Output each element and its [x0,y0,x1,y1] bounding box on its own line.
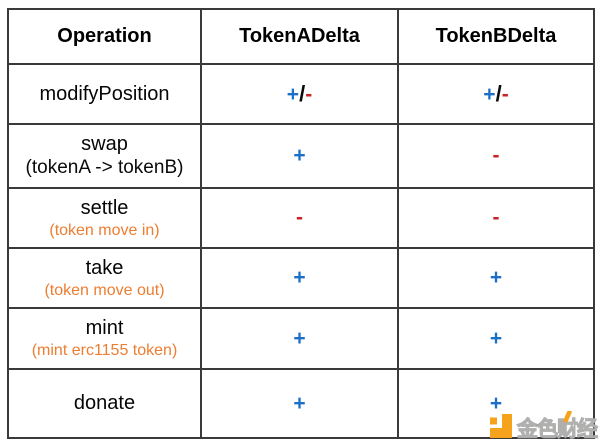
minus-sign: - [305,83,313,106]
operation-note: (token move out) [44,281,165,299]
jinse-finance-watermark: 金色财经 [489,410,599,441]
operation-cell: swap(tokenA -> tokenB) [7,123,202,189]
plus-sign: + [489,391,503,415]
operation-note: (token move in) [49,221,160,239]
table-row: swap(tokenA -> tokenB) + - [7,123,595,189]
minus-sign: - [492,206,500,229]
header-operation: Operation [7,8,202,65]
minus-sign: - [501,83,509,106]
token-a-delta-cell: + [200,368,399,439]
plus-sign: + [293,144,306,167]
operation-cell: modifyPosition [7,63,202,125]
table-row: take (token move out) + + [7,247,595,309]
plus-sign: + [293,326,306,350]
table-header: Operation TokenADelta TokenBDelta [7,8,595,65]
header-row: Operation TokenADelta TokenBDelta [7,8,595,65]
operation-note: (mint erc1155 token) [31,342,178,360]
plus-sign: + [489,266,503,289]
operation-note: (tokenA -> tokenB) [25,157,184,179]
jinse-logo-icon [490,414,512,438]
plus-sign: + [489,326,503,350]
operation-cell: take (token move out) [7,247,202,309]
operation-label: settle [80,196,129,219]
token-delta-table: Operation TokenADelta TokenBDelta modify… [7,8,595,439]
operation-cell: donate [7,368,202,439]
operation-label: take [85,256,124,279]
table-row: modifyPosition+/-+/- [7,63,595,125]
header-token-b-delta: TokenBDelta [397,8,595,65]
minus-sign: - [492,144,500,167]
slash-sign: / [495,81,502,106]
operation-cell: settle (token move in) [7,187,202,249]
token-a-delta-cell: +/- [200,63,399,125]
plus-sign: + [293,391,306,415]
minus-sign: - [296,206,303,229]
header-token-a-delta: TokenADelta [200,8,399,65]
token-b-delta-cell: + [397,307,595,370]
token-a-delta-cell: + [200,247,399,309]
token-b-delta-cell: + [397,247,595,309]
token-b-delta-cell: +/- [397,63,595,125]
token-a-delta-cell: + [200,307,399,370]
slash-sign: / [299,81,306,106]
operation-cell: mint (mint erc1155 token) [7,307,202,370]
token-a-delta-cell: - [200,187,399,249]
plus-sign: + [483,83,496,106]
operation-label: swap [81,133,128,156]
table-row: mint (mint erc1155 token) + + [7,307,595,370]
plus-sign: + [286,83,300,106]
plus-sign: + [293,266,306,289]
token-b-delta-cell: - [397,187,595,249]
token-b-delta-cell: - [397,123,595,189]
table-body: modifyPosition+/-+/-swap(tokenA -> token… [7,63,595,439]
operation-label: modifyPosition [39,82,170,105]
watermark-text: 金色财经 [517,417,599,441]
table-row: settle (token move in) - - [7,187,595,249]
operation-label: mint [85,317,124,340]
operation-label: donate [73,392,136,414]
token-a-delta-cell: + [200,123,399,189]
